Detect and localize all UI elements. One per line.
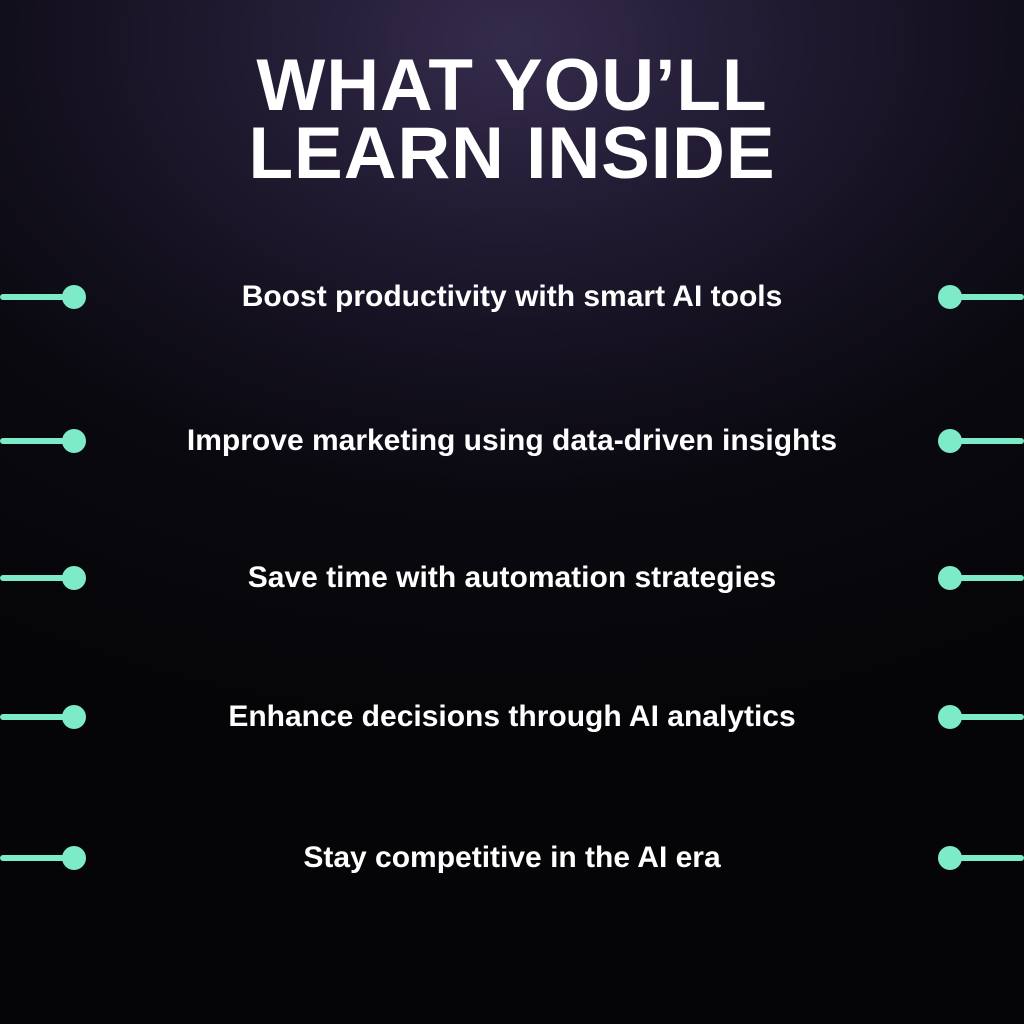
list-item: Improve marketing using data-driven insi… bbox=[0, 386, 1024, 496]
right-connector-line bbox=[944, 294, 1024, 300]
bullet-dot-left bbox=[62, 705, 86, 729]
left-connector-line bbox=[0, 438, 80, 444]
list-item-label: Improve marketing using data-driven insi… bbox=[186, 424, 838, 458]
page-title-line-1: WHAT YOU’LL bbox=[256, 45, 768, 126]
bullet-dot-left bbox=[62, 566, 86, 590]
list-item-label: Save time with automation strategies bbox=[247, 561, 777, 595]
page-title: WHAT YOU’LL LEARN INSIDE bbox=[0, 45, 1024, 194]
list-item-label: Boost productivity with smart AI tools bbox=[241, 280, 783, 314]
left-connector-line bbox=[0, 575, 80, 581]
list-item: Boost productivity with smart AI tools bbox=[0, 242, 1024, 352]
bullet-dot-left bbox=[62, 429, 86, 453]
left-connector-line bbox=[0, 714, 80, 720]
list-item-label: Stay competitive in the AI era bbox=[303, 841, 721, 875]
list-item: Stay competitive in the AI era bbox=[0, 803, 1024, 913]
bullet-dot-left bbox=[62, 846, 86, 870]
right-connector-line bbox=[944, 438, 1024, 444]
bullet-dot-left bbox=[62, 285, 86, 309]
list-item-label: Enhance decisions through AI analytics bbox=[228, 700, 796, 734]
page-title-line-2: LEARN INSIDE bbox=[248, 112, 776, 194]
right-connector-line bbox=[944, 855, 1024, 861]
right-connector-line bbox=[944, 575, 1024, 581]
list-item: Enhance decisions through AI analytics bbox=[0, 662, 1024, 772]
right-connector-line bbox=[944, 714, 1024, 720]
list-item: Save time with automation strategies bbox=[0, 523, 1024, 633]
left-connector-line bbox=[0, 294, 80, 300]
left-connector-line bbox=[0, 855, 80, 861]
